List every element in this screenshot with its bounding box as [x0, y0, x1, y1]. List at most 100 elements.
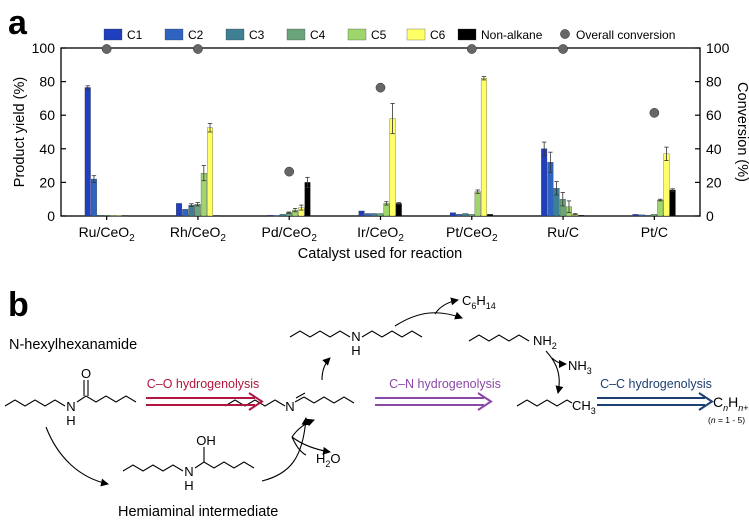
legend-label: C6	[430, 28, 446, 42]
x-tick-label: Rh/CeO2	[170, 224, 227, 244]
legend-label: Overall conversion	[576, 28, 675, 42]
legend-label: C4	[310, 28, 326, 42]
x-tick-label: Ru/CeO2	[79, 224, 136, 244]
y-tick-label-right: 40	[706, 141, 722, 157]
conversion-dot	[649, 107, 660, 118]
y-tick-label-left: 100	[32, 40, 56, 56]
conversion-dot	[284, 166, 295, 177]
secondary-amine-N-atom: N	[351, 329, 360, 344]
x-axis-categories: Ru/CeO2 Rh/CeO2 Pd/CeO2 Ir/CeO2 Pt/CeO2 Ru/C P…	[79, 216, 668, 244]
y-axis-right: 0 20 40 60 80 100	[695, 40, 730, 224]
reactant-structure	[4, 380, 137, 407]
y-tick-label-right: 80	[706, 74, 722, 90]
bar	[97, 215, 104, 217]
co-hydrogenolysis-arrow	[146, 392, 264, 411]
cc-hydrogenolysis-arrow	[597, 392, 714, 411]
bar	[267, 215, 274, 217]
hemiaminal-H-atom: H	[184, 478, 193, 493]
conversion-dot	[375, 82, 386, 93]
legend-label: C3	[249, 28, 265, 42]
bar	[632, 214, 639, 217]
hexane-structure	[516, 399, 573, 407]
bar	[109, 215, 116, 217]
bar	[213, 215, 220, 217]
methyl-end-group: CH3	[572, 398, 596, 416]
hemiaminal-N-atom: N	[184, 464, 193, 479]
hexylamine-NH2-group: NH2	[533, 333, 557, 351]
bar	[176, 203, 182, 217]
y-tick-label-right: 0	[706, 208, 714, 224]
bar	[279, 214, 286, 217]
bar	[273, 215, 280, 217]
legend-dot	[560, 29, 570, 39]
conversion-dot	[193, 44, 203, 54]
x-tick-label: Ru/C	[547, 224, 579, 240]
y-tick-label-left: 40	[39, 141, 55, 157]
legend-swatch	[225, 28, 245, 41]
reactant-name: N-hexylhexanamide	[9, 337, 137, 353]
bar	[449, 212, 456, 217]
bar	[115, 215, 122, 217]
bar	[182, 209, 189, 217]
imine-N-atom: N	[285, 399, 294, 414]
co-hydrogenolysis-label: C–O hydrogenolysis	[147, 377, 260, 391]
y-axis-title-left: Product yield (%)	[12, 77, 28, 187]
alkane-product-formula: CnHn+2	[713, 394, 749, 413]
hexane-byproduct: C6H14	[462, 293, 496, 311]
y-tick-label-right: 20	[706, 174, 722, 190]
cn-hydrogenolysis-arrow	[375, 392, 493, 411]
legend-swatch	[406, 28, 426, 41]
curved-arrows	[45, 297, 567, 487]
bar	[364, 213, 371, 217]
x-tick-label: Ir/CeO2	[357, 224, 404, 244]
y-tick-label-left: 80	[39, 74, 55, 90]
legend-label: C1	[127, 28, 143, 42]
legend-swatch	[347, 28, 367, 41]
bar	[121, 215, 128, 217]
y-tick-label-left: 60	[39, 107, 55, 123]
bar	[462, 213, 469, 217]
legend-label: C2	[188, 28, 204, 42]
bar	[456, 214, 463, 217]
bar	[578, 215, 585, 217]
bars	[84, 76, 676, 217]
conversion-dots	[101, 44, 660, 177]
hemiaminal-OH-group: OH	[196, 433, 216, 448]
hexylamine-structure	[468, 334, 530, 342]
secondary-amine-structure	[289, 330, 423, 338]
conversion-dot	[558, 44, 568, 54]
legend-label: C5	[371, 28, 387, 42]
bar	[371, 213, 377, 217]
intermediate-name: Hemiaminal intermediate	[118, 504, 278, 520]
legend-swatch	[103, 28, 123, 41]
hemiaminal-structure	[122, 447, 255, 472]
water-byproduct: H2O	[316, 451, 341, 469]
legend-swatch	[457, 28, 477, 41]
cn-hydrogenolysis-label: C–N hydrogenolysis	[389, 377, 501, 391]
x-tick-label: Pt/C	[641, 224, 668, 240]
y-tick-label-left: 20	[39, 174, 55, 190]
n-range-note: (n = 1 - 5)	[708, 415, 745, 425]
secondary-amine-H-atom: H	[351, 343, 360, 358]
x-tick-label: Pt/CeO2	[446, 224, 498, 244]
conversion-dot	[101, 44, 112, 54]
bar	[358, 210, 365, 217]
cc-hydrogenolysis-label: C–C hydrogenolysis	[600, 377, 712, 391]
x-axis-title: Catalyst used for reaction	[298, 246, 462, 262]
legend-label: Non-alkane	[481, 28, 543, 42]
ammonia-byproduct: NH3	[568, 358, 592, 376]
legend-swatch	[286, 28, 306, 41]
bar	[487, 214, 494, 217]
bar	[644, 215, 651, 217]
panel-b-label: b	[8, 286, 29, 324]
x-tick-label: Pd/CeO2	[262, 224, 318, 244]
reactant-H-atom: H	[66, 413, 75, 428]
y-tick-label-right: 100	[706, 40, 730, 56]
y-axis-title-right: Conversion (%)	[734, 82, 749, 182]
y-tick-label-right: 60	[706, 107, 722, 123]
conversion-dot	[466, 44, 477, 54]
